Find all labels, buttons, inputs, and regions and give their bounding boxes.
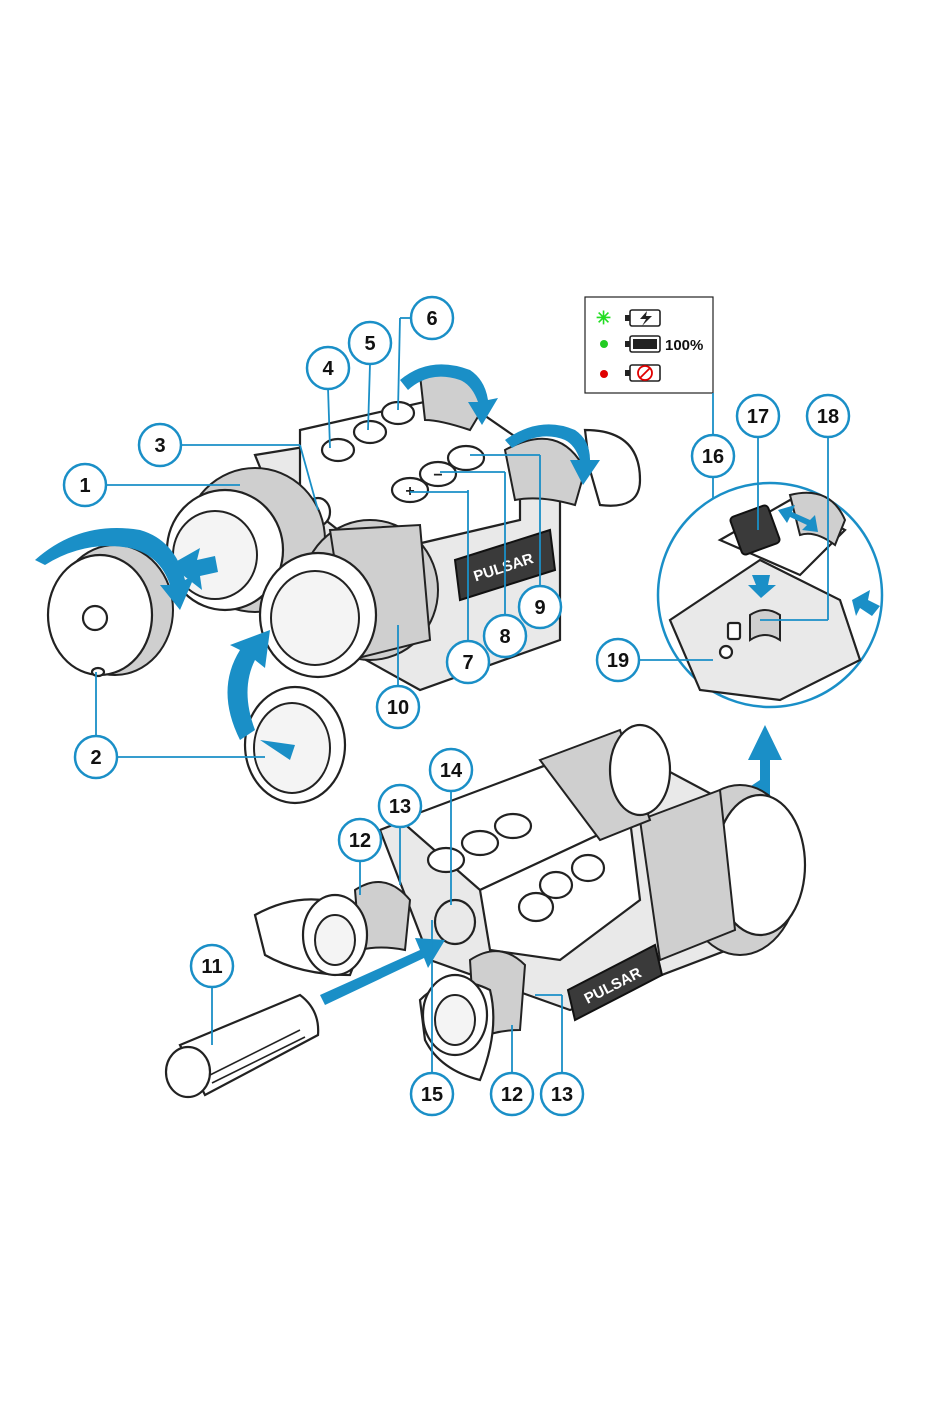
battery-pack (166, 995, 318, 1097)
callout-2: 2 (75, 736, 117, 778)
bottom-binocular-device: PULSAR (255, 725, 805, 1080)
detail-zoom-circle (658, 483, 882, 707)
callout-5: 5 (349, 322, 391, 364)
red-dot-icon (600, 370, 608, 378)
svg-text:17: 17 (747, 406, 769, 428)
svg-text:14: 14 (440, 760, 463, 782)
green-dot-icon (600, 340, 608, 348)
svg-text:18: 18 (817, 406, 839, 428)
svg-text:13: 13 (551, 1084, 573, 1106)
svg-text:7: 7 (462, 652, 473, 674)
svg-text:8: 8 (499, 626, 510, 648)
svg-text:1: 1 (79, 475, 90, 497)
svg-text:13: 13 (389, 796, 411, 818)
battery-full-icon (625, 336, 660, 352)
lens-cap (48, 545, 173, 676)
callout-9: 9 (519, 586, 561, 628)
callout-8: 8 (484, 615, 526, 657)
svg-text:15: 15 (421, 1084, 443, 1106)
callout-15: 15 (411, 1073, 453, 1115)
callout-17: 17 (737, 395, 779, 437)
callout-10: 10 (377, 686, 419, 728)
callout-18: 18 (807, 395, 849, 437)
legend-full-charge-text: 100% (665, 337, 703, 354)
callout-16: 16 (692, 435, 734, 477)
callout-7: 7 (447, 641, 489, 683)
callout-4: 4 (307, 347, 349, 389)
callout-14: 14 (430, 749, 472, 791)
svg-text:3: 3 (154, 435, 165, 457)
callout-13-left: 13 (379, 785, 421, 827)
callout-3: 3 (139, 424, 181, 466)
svg-text:−: − (433, 467, 442, 484)
callout-12-right: 12 (491, 1073, 533, 1115)
svg-text:9: 9 (534, 597, 545, 619)
svg-text:16: 16 (702, 446, 724, 468)
svg-text:4: 4 (322, 358, 334, 380)
battery-charging-icon (625, 310, 660, 326)
callout-19: 19 (597, 639, 639, 681)
blinking-green-star-icon: ✳ (596, 308, 611, 328)
svg-text:12: 12 (501, 1084, 523, 1106)
svg-text:5: 5 (364, 333, 375, 355)
battery-error-icon (625, 365, 660, 381)
svg-text:19: 19 (607, 650, 629, 672)
callout-1: 1 (64, 464, 106, 506)
svg-text:2: 2 (90, 747, 101, 769)
callout-11: 11 (191, 945, 233, 987)
svg-text:10: 10 (387, 697, 409, 719)
callout-12-left: 12 (339, 819, 381, 861)
callout-13-right: 13 (541, 1073, 583, 1115)
callout-6: 6 (411, 297, 453, 339)
svg-text:6: 6 (426, 308, 437, 330)
svg-text:12: 12 (349, 830, 371, 852)
svg-text:11: 11 (201, 956, 222, 978)
